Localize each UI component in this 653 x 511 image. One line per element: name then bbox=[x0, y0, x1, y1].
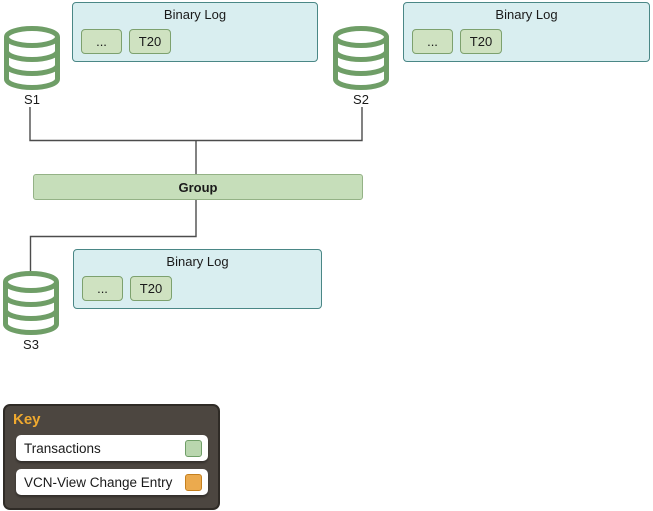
transaction-chip-t20: T20 bbox=[460, 29, 502, 54]
transaction-chip-t20: T20 bbox=[129, 29, 171, 54]
legend-key: Key Transactions VCN-View Change Entry bbox=[3, 404, 220, 510]
transaction-chip-ellipsis: ... bbox=[412, 29, 453, 54]
database-icon bbox=[4, 26, 60, 90]
database-icon bbox=[3, 271, 59, 335]
legend-item-label: VCN-View Change Entry bbox=[24, 474, 173, 490]
server-s1: S1 bbox=[3, 26, 61, 107]
group-box: Group bbox=[33, 174, 363, 200]
legend-item-vcn: VCN-View Change Entry bbox=[16, 469, 208, 495]
binary-log-box-s2: Binary Log ... T20 bbox=[403, 2, 650, 62]
transaction-chip-ellipsis: ... bbox=[82, 276, 123, 301]
transaction-chip-ellipsis: ... bbox=[81, 29, 122, 54]
transaction-chip-row: ... T20 bbox=[82, 276, 172, 301]
database-icon bbox=[333, 26, 389, 90]
group-label: Group bbox=[178, 179, 218, 195]
transaction-chip-row: ... T20 bbox=[412, 29, 502, 54]
transactions-swatch bbox=[185, 439, 202, 457]
legend-item-transactions: Transactions bbox=[16, 435, 208, 461]
server-s2: S2 bbox=[332, 26, 390, 107]
binary-log-title: Binary Log bbox=[166, 254, 229, 269]
server-s3: S3 bbox=[2, 271, 60, 352]
binary-log-box-s3: Binary Log ... T20 bbox=[73, 249, 322, 309]
transaction-chip-row: ... T20 bbox=[81, 29, 171, 54]
binary-log-box-s1: Binary Log ... T20 bbox=[72, 2, 318, 62]
vcn-swatch bbox=[185, 473, 202, 491]
legend-item-label: Transactions bbox=[24, 440, 101, 456]
server-label: S2 bbox=[353, 92, 369, 107]
legend-title: Key bbox=[13, 411, 41, 428]
binary-log-title: Binary Log bbox=[163, 7, 227, 22]
transaction-chip-t20: T20 bbox=[130, 276, 172, 301]
server-label: S1 bbox=[24, 92, 40, 107]
binary-log-title: Binary Log bbox=[495, 7, 558, 22]
server-label: S3 bbox=[23, 337, 39, 352]
